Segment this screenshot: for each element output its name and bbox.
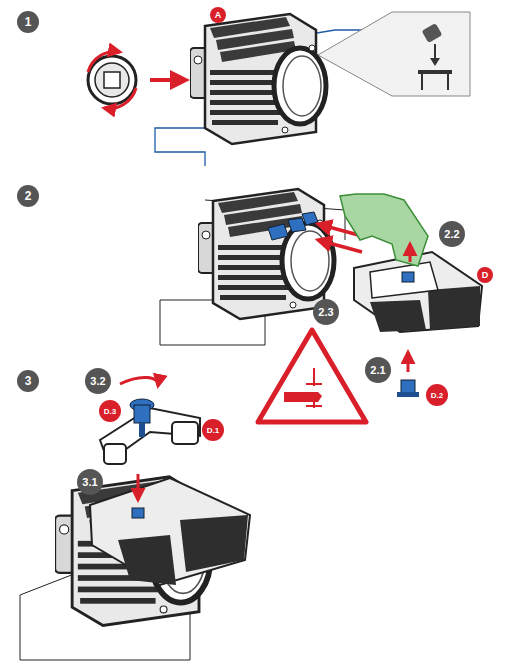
- table-hint-balloon: [447, 74, 449, 90]
- pinch-warning-sign: [284, 392, 322, 402]
- callout-number: 2.1: [365, 357, 391, 383]
- callout-number: D.1: [202, 419, 224, 441]
- step1-rotation-icon: [95, 63, 129, 97]
- mounted-part-d: [90, 474, 250, 585]
- table-hint-balloon: [421, 74, 423, 90]
- callout-number: 2.3: [313, 299, 339, 325]
- knob-d3: [139, 423, 145, 437]
- callout-number: D: [477, 267, 493, 283]
- callout-number: 2.2: [439, 221, 465, 247]
- step1-table-lines: [155, 128, 215, 166]
- table-hint-balloon: [318, 12, 470, 96]
- mount-part-d: [370, 300, 426, 332]
- green-hand: [340, 194, 428, 266]
- knob-d3: [134, 405, 150, 423]
- part-d2: [397, 392, 419, 397]
- mount-part-d: [428, 286, 480, 330]
- mounted-part-d: [90, 478, 250, 585]
- mounted-part-d: [180, 515, 248, 572]
- callout-number: 1: [17, 11, 39, 33]
- callout-number: A: [210, 7, 226, 23]
- callout-number: 3.1: [77, 469, 103, 495]
- callout-number: 2: [17, 185, 39, 207]
- blue-clips: [302, 212, 318, 225]
- part-d2: [397, 352, 419, 397]
- motor-housing: [190, 14, 326, 144]
- clamp-d1: [104, 444, 126, 464]
- step1-rotation-icon: [104, 88, 136, 108]
- table-hint-balloon: [318, 12, 470, 96]
- step1-rotation-icon: [88, 56, 136, 104]
- pinch-warning-sign: [306, 405, 322, 407]
- clamp-d1: [172, 422, 198, 444]
- red-insert-arrows: [318, 240, 362, 252]
- mounted-part-d: [137, 474, 140, 500]
- green-hand: [409, 244, 412, 262]
- green-hand: [340, 194, 428, 266]
- pinch-warning-sign: [258, 330, 366, 422]
- callout-number: 3: [17, 370, 39, 392]
- part-d2: [407, 352, 410, 372]
- step1-rotation-icon: [150, 78, 186, 82]
- step1-rotation-icon: [88, 52, 120, 72]
- blue-clips: [268, 212, 318, 240]
- step1-rotation-icon: [88, 52, 186, 109]
- mounted-part-d: [118, 535, 176, 585]
- mount-part-d: [370, 262, 438, 298]
- pinch-warning-sign: [306, 383, 322, 385]
- callout-number: D.2: [426, 384, 448, 406]
- callout-number: 3.2: [85, 368, 111, 394]
- table-hint-balloon: [418, 70, 452, 74]
- motor-housing: [198, 189, 334, 319]
- table-hint-balloon: [430, 58, 440, 66]
- step1-rotation-icon: [104, 72, 120, 88]
- mounted-part-d: [132, 508, 144, 518]
- blue-clips: [268, 224, 288, 240]
- mount-part-d: [402, 272, 414, 282]
- callout-number: D.3: [99, 400, 121, 422]
- blue-clips: [288, 218, 306, 232]
- table-hint-balloon: [422, 23, 443, 43]
- pinch-warning-sign: [258, 330, 366, 422]
- knob-d3: [120, 377, 158, 386]
- knob-d3: [120, 377, 158, 437]
